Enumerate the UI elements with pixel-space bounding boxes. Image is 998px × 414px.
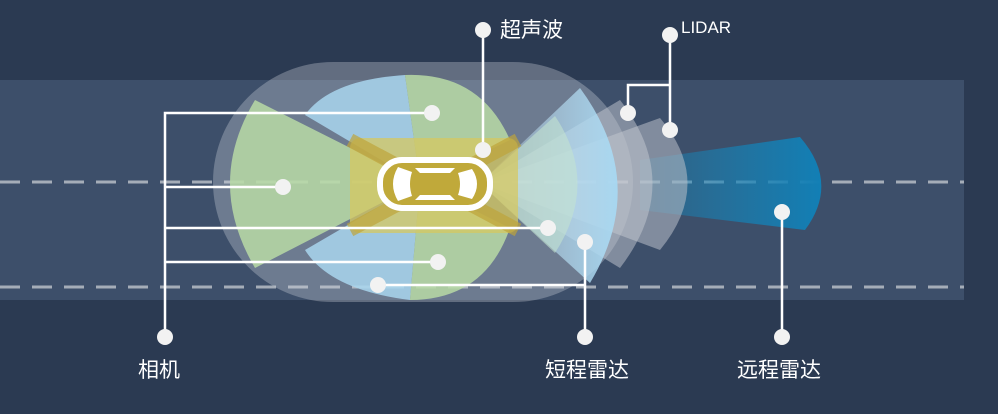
short-radar-dot [370,277,386,293]
camera-dot [275,179,291,195]
label-camera: 相机 [138,358,180,382]
long-radar-dot [774,329,790,345]
ultrasonic-dot [475,142,491,158]
camera-dot [430,254,446,270]
lidar-dot [620,105,636,121]
label-lidar: LIDAR [681,18,732,37]
camera-dot [157,329,173,345]
short-radar-dot [577,329,593,345]
label-ultrasonic: 超声波 [500,18,563,42]
camera-dot [424,105,440,121]
camera-rear-coverage [230,100,420,268]
short-radar-dot [577,234,593,250]
sensor-dots [157,22,790,345]
camera-dot [540,220,556,236]
label-long-range-radar: 远程雷达 [737,358,821,382]
leader-lines [163,30,784,337]
ultrasonic-dot [475,22,491,38]
label-short-range-radar: 短程雷达 [545,358,629,382]
car-icon [377,157,493,211]
lidar-dot [662,27,678,43]
long-radar-dot [774,204,790,220]
lidar-dot [662,122,678,138]
short-range-radar-inner [480,116,578,253]
